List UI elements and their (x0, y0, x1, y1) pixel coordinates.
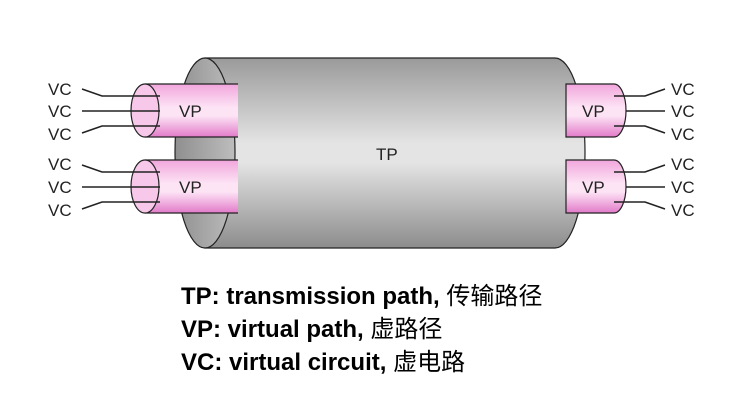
vp-body (565, 159, 627, 214)
vp-label: VP (582, 102, 605, 121)
legend-chinese: 虚电路 (393, 348, 466, 376)
vp-body (145, 160, 238, 213)
vp-body (145, 84, 238, 137)
vc-wires-right (614, 88, 666, 210)
vc-label: VC (671, 178, 695, 197)
legend-definition: virtual circuit, (222, 349, 387, 376)
vc-label: VC (671, 102, 695, 121)
vp-right-bottom: VP (565, 159, 627, 214)
legend-term: TP: (181, 283, 220, 310)
legend-tp: TP: transmission path, 传输路径 (181, 280, 542, 313)
vc-label: VC (48, 155, 72, 174)
vc-wires-left (81, 88, 160, 210)
vp-label: VP (179, 102, 202, 121)
atm-path-diagram: TP VP VP VP VP (48, 57, 695, 249)
legend-term: VP: (181, 316, 222, 343)
vp-label: VP (582, 178, 605, 197)
vc-label: VC (671, 155, 695, 174)
vp-right-top: VP (565, 83, 627, 138)
vc-label: VC (671, 201, 695, 220)
legend-definition: transmission path, (219, 283, 440, 310)
vc-label: VC (48, 178, 72, 197)
tp-label: TP (376, 145, 398, 164)
legend-chinese: 传输路径 (446, 282, 543, 310)
vp-left-bottom: VP (130, 159, 238, 214)
vc-label: VC (671, 125, 695, 144)
legend-term: VC: (181, 349, 223, 376)
tp-body (204, 57, 586, 249)
legend-vc: VC: virtual circuit, 虚电路 (181, 346, 542, 379)
vp-body (565, 83, 627, 138)
vc-label: VC (671, 80, 695, 99)
legend: TP: transmission path, 传输路径 VP: virtual … (181, 280, 542, 379)
vc-label: VC (48, 201, 72, 220)
legend-vp: VP: virtual path, 虚路径 (181, 313, 542, 346)
vc-label: VC (48, 102, 72, 121)
legend-chinese: 虚路径 (370, 315, 443, 343)
legend-definition: virtual path, (221, 316, 364, 343)
vp-label: VP (179, 178, 202, 197)
vc-label: VC (48, 125, 72, 144)
vc-label: VC (48, 80, 72, 99)
